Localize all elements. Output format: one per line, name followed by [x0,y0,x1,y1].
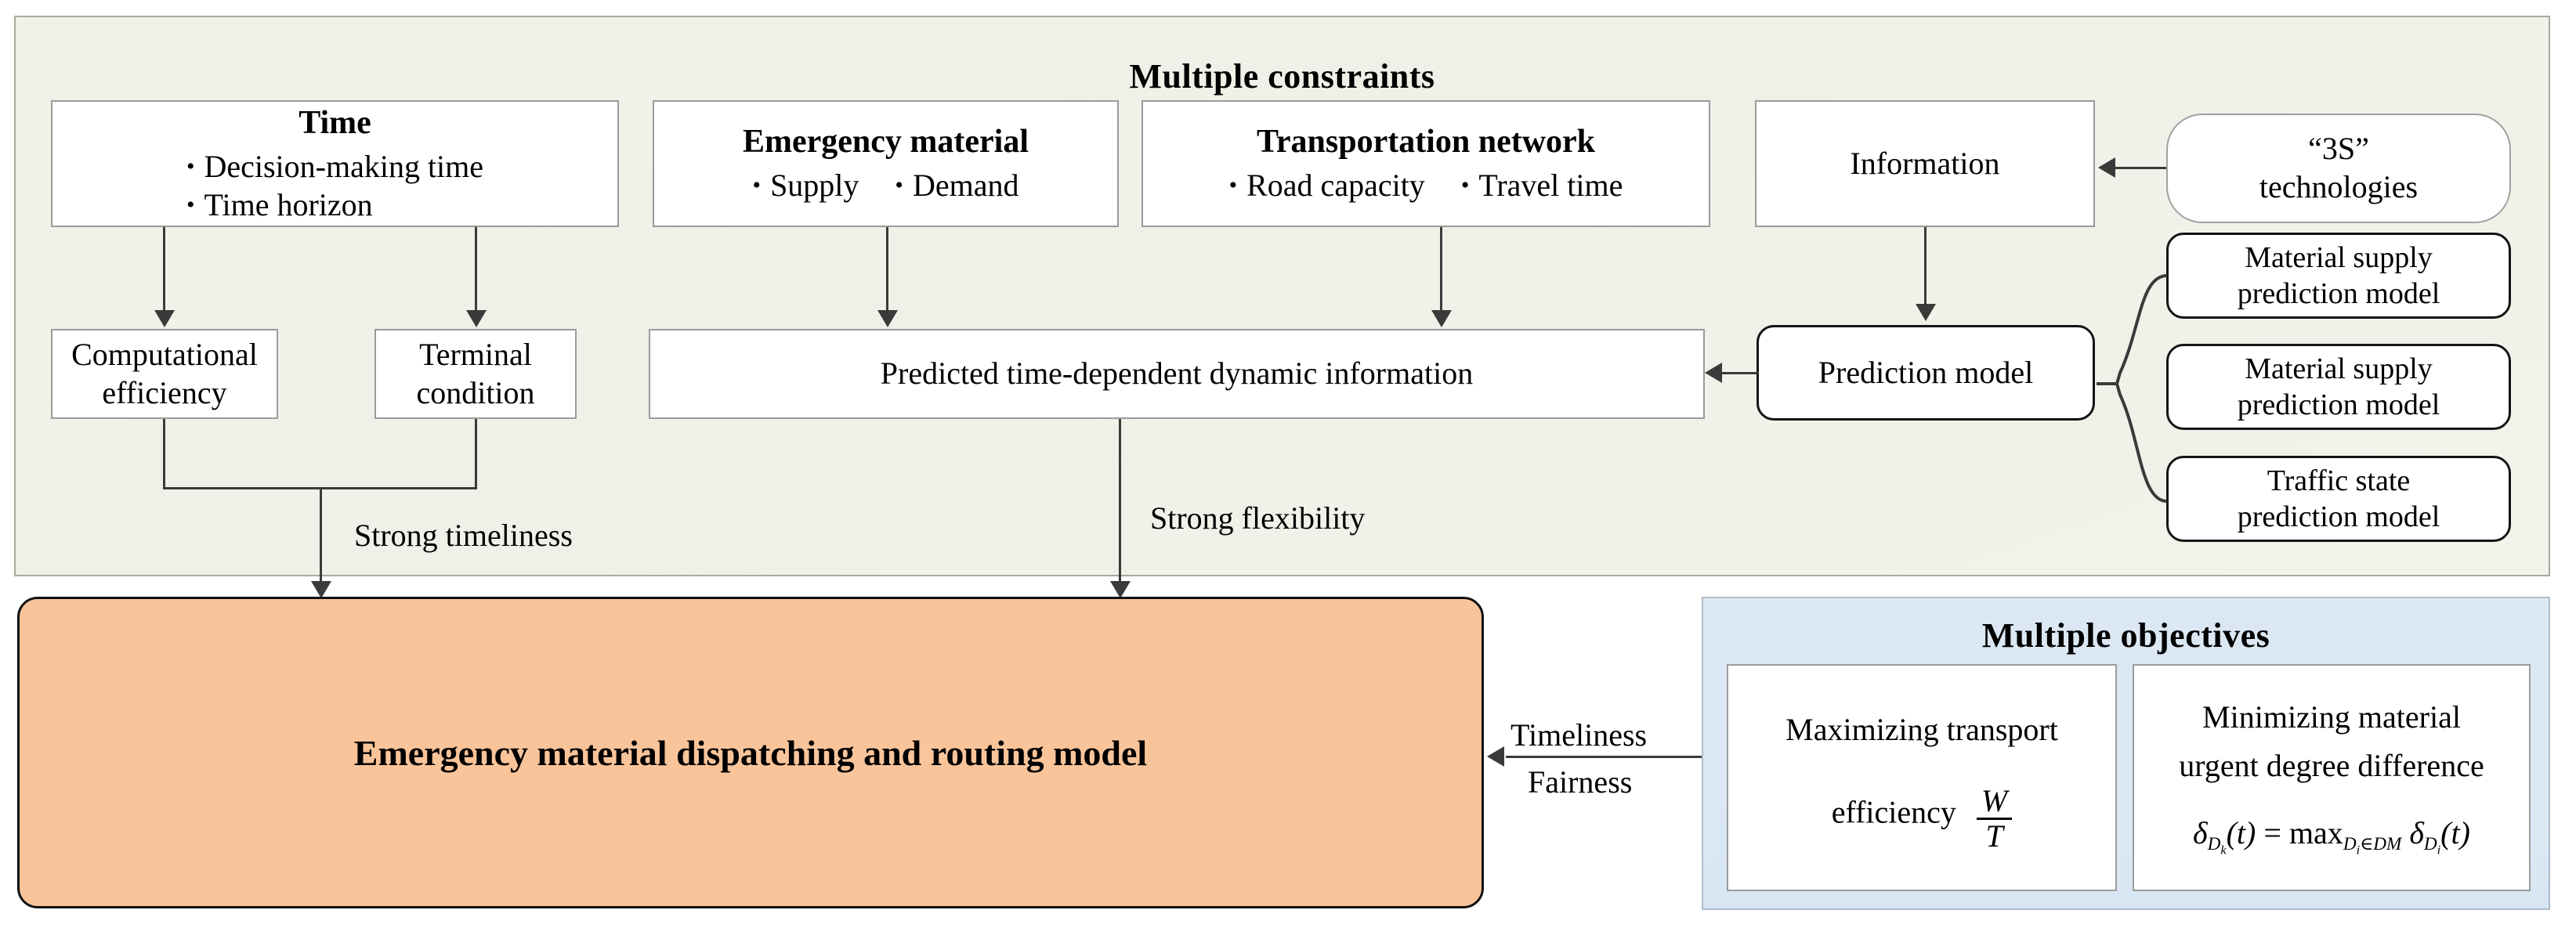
arrowhead-prediction-model-to-predicted-info [1705,363,1722,383]
arrowhead-timeliness-to-model [311,581,331,598]
formula-arg-2: (t) [2440,814,2470,850]
time-box: Time Decision-making time Time horizon [51,100,619,227]
prediction-model-box: Prediction model [1757,325,2095,421]
arrowhead-technologies-to-information [2098,157,2115,178]
computational-line-2: efficiency [102,374,227,410]
arrowhead-objectives-to-model [1487,746,1504,767]
objective-minimizing-urgent-degree-difference-box: Minimizing material urgent degree differ… [2133,664,2531,891]
arrowhead-flexibility-to-model [1110,581,1131,598]
submodel-1-line-2: prediction model [2237,277,2440,310]
material-supply-prediction-model-box-2: Material supply prediction model [2166,344,2511,430]
time-box-header: Time [298,104,371,141]
formula-sub-2-sub: i [2437,843,2441,858]
formula-sub-2-main: D [2423,833,2437,854]
information-label: Information [1850,145,2000,181]
time-bullet-1: Decision-making time [186,148,483,186]
terminal-line-1: Terminal [419,336,532,372]
objective-1-denominator: T [1976,817,2013,853]
edge-label-strong-timeliness: Strong timeliness [354,518,573,553]
arrowhead-time-to-terminal [466,310,487,327]
formula-max-sub-main: D [2343,833,2357,854]
formula-sub-1-sub: k [2220,843,2227,858]
computational-efficiency-box: Computational efficiency [51,329,278,419]
submodel-1-line-1: Material supply [2245,240,2433,274]
connector-objectives-to-model [1506,756,1702,758]
connector-terminal-down [475,419,477,489]
formula-sub-1-main: D [2207,833,2221,854]
formula-arg-1: (t) [2226,814,2256,850]
multiple-constraints-title: Multiple constraints [1129,57,1435,96]
connector-network-to-predicted [1440,227,1442,312]
terminal-line-2: condition [416,374,535,410]
connector-timeliness-to-model [320,487,322,585]
formula-delta-2: δ [2409,814,2424,850]
three-s-line-1: “3S” [2308,131,2369,167]
formula-equals: = [2263,814,2281,850]
connector-material-to-predicted [886,227,888,312]
objective-2-line-2: urgent degree difference [2179,747,2484,783]
arrowhead-information-to-prediction-model [1916,304,1936,321]
submodel-3-line-2: prediction model [2237,500,2440,533]
model-box-label: Emergency material dispatching and routi… [353,732,1148,773]
network-bullet-travel-time: Travel time [1461,167,1623,205]
edge-label-strong-flexibility: Strong flexibility [1150,500,1366,536]
edge-label-fairness: Fairness [1528,764,1633,800]
connector-time-to-computational [163,227,165,312]
emergency-material-header: Emergency material [742,123,1029,160]
time-box-bullets: Decision-making time Time horizon [186,148,483,225]
formula-max: max [2288,814,2343,850]
submodel-2-line-1: Material supply [2245,352,2433,385]
connector-computational-down [163,419,165,489]
emergency-material-box: Emergency material Supply Demand [653,100,1119,227]
objective-1-line-2: efficiency [1831,794,1956,830]
objective-1-line-1: Maximizing transport [1785,711,2058,747]
formula-max-sub-rest: ∈DM [2360,833,2402,854]
submodel-2-line-2: prediction model [2237,388,2440,421]
arrowhead-network-to-predicted [1431,310,1452,327]
traffic-state-prediction-model-box: Traffic state prediction model [2166,456,2511,542]
arrowhead-material-to-predicted [877,310,898,327]
material-bullet-demand: Demand [895,167,1019,205]
formula-max-sub-sub: i [2356,843,2361,858]
objective-1-fraction: W T [1976,782,2013,853]
multiple-objectives-title: Multiple objectives [1981,616,2270,655]
transportation-network-bullets: Road capacity Travel time [1229,167,1623,205]
transportation-network-header: Transportation network [1256,123,1596,160]
connector-prediction-model-to-predicted-info [1722,372,1758,374]
formula-delta-1: δ [2193,814,2208,850]
emergency-material-bullets: Supply Demand [753,167,1019,205]
material-supply-prediction-model-box-1: Material supply prediction model [2166,233,2511,319]
three-s-technologies-box: “3S” technologies [2166,114,2511,223]
predicted-info-label: Predicted time-dependent dynamic informa… [880,356,1474,392]
prediction-model-label: Prediction model [1818,354,2034,390]
connector-time-to-terminal [475,227,477,312]
objective-2-line-1: Minimizing material [2202,699,2461,735]
material-bullet-supply: Supply [753,167,859,205]
connector-technologies-to-information [2115,167,2166,169]
connector-information-to-prediction-model [1924,227,1927,305]
objective-2-formula: δDk(t) = maxDi∈DM δDi(t) [2193,813,2470,859]
arrowhead-time-to-computational [154,310,175,327]
connector-flexibility-to-model [1119,419,1121,585]
computational-line-1: Computational [71,336,258,372]
objective-1-numerator: W [1981,782,2008,818]
time-bullet-2: Time horizon [186,186,483,225]
objective-maximizing-transport-efficiency-box: Maximizing transport efficiency W T [1727,664,2117,891]
emergency-dispatching-routing-model-box: Emergency material dispatching and routi… [17,597,1484,908]
terminal-condition-box: Terminal condition [374,329,577,419]
network-bullet-road-capacity: Road capacity [1229,167,1425,205]
edge-label-timeliness: Timeliness [1511,717,1648,753]
three-s-line-2: technologies [2259,169,2419,204]
objective-1-line-2-row: efficiency W T [1831,782,2013,853]
predicted-dynamic-information-box: Predicted time-dependent dynamic informa… [649,329,1705,419]
information-box: Information [1755,100,2095,227]
transportation-network-box: Transportation network Road capacity Tra… [1141,100,1710,227]
submodel-3-line-1: Traffic state [2267,464,2411,497]
